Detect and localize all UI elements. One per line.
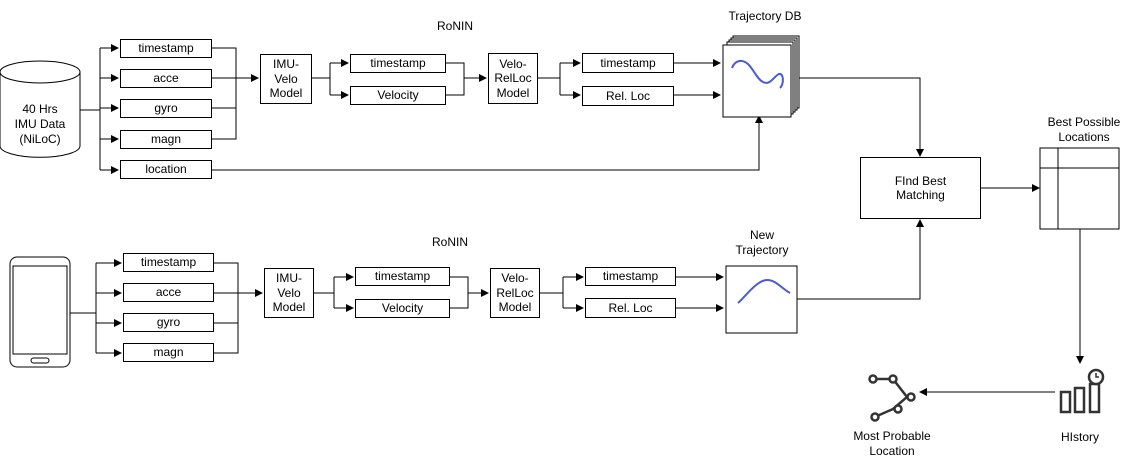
smartphone-icon — [9, 256, 71, 368]
top-input-gyro: gyro — [120, 99, 212, 118]
trajectory-db-label: Trajectory DB — [728, 9, 802, 23]
bottom-input-acce: acce — [123, 283, 214, 302]
top-ronin-title: RoNIN — [436, 19, 473, 33]
stored-trajectory-curve — [731, 59, 784, 89]
top-imu-velo-model: IMU- Velo Model — [260, 54, 312, 104]
new-trajectory-label: New Trajectory — [735, 228, 789, 257]
top-input-timestamp: timestamp — [120, 39, 212, 58]
new-trajectory-panel — [725, 265, 798, 334]
bottom-imu-velo-model: IMU- Velo Model — [264, 268, 314, 318]
trajectory-db-stack — [722, 35, 800, 118]
most-probable-location-label: Most Probable Location — [853, 429, 931, 458]
bottom-ronin-title: RoNIN — [431, 235, 468, 249]
find-best-matching-box: FInd Best Matching — [860, 157, 981, 219]
bottom-out-rel-loc: Rel. Loc — [585, 298, 676, 318]
top-mid-timestamp: timestamp — [350, 54, 446, 73]
top-out-timestamp: timestamp — [582, 53, 674, 73]
best-locations-table — [1039, 147, 1120, 230]
bottom-input-gyro: gyro — [123, 313, 214, 332]
bottom-velo-relloc-model: Velo- RelLoc Model — [490, 268, 540, 318]
top-input-location: location — [120, 160, 212, 179]
history-chart-icon — [1059, 368, 1105, 414]
top-input-acce: acce — [120, 69, 212, 88]
imu-database-label: 40 Hrs IMU Data (NiLoC) — [14, 102, 66, 146]
bottom-mid-timestamp: timestamp — [355, 267, 450, 286]
bottom-out-timestamp: timestamp — [585, 267, 676, 286]
bottom-input-magn: magn — [123, 343, 214, 362]
imu-database-cylinder — [0, 60, 81, 158]
route-path-icon — [868, 374, 916, 422]
history-label: HIstory — [1060, 430, 1099, 444]
top-mid-velocity: Velocity — [350, 86, 446, 105]
best-possible-locations-label: Best Possible Locations — [1047, 115, 1121, 144]
top-velo-relloc-model: Velo- RelLoc Model — [488, 53, 538, 104]
top-out-rel-loc: Rel. Loc — [582, 86, 674, 106]
new-trajectory-curve — [737, 278, 791, 304]
top-input-magn: magn — [120, 130, 212, 149]
bottom-mid-velocity: Velocity — [355, 299, 450, 318]
bottom-input-timestamp: timestamp — [123, 253, 214, 272]
